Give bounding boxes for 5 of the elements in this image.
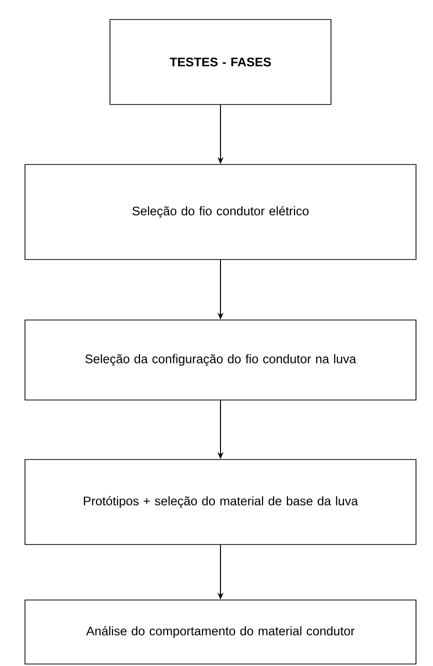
process-box: Protótipos + seleção do material de base da luva (24, 459, 416, 545)
process-box: Análise do comportamento do material condutor (24, 600, 416, 664)
process-box: Seleção do fio condutor elétrico (24, 164, 416, 260)
process-box: Seleção da configuração do fio condutor na luva (24, 320, 416, 400)
title-box: TESTES - FASES (110, 19, 332, 105)
